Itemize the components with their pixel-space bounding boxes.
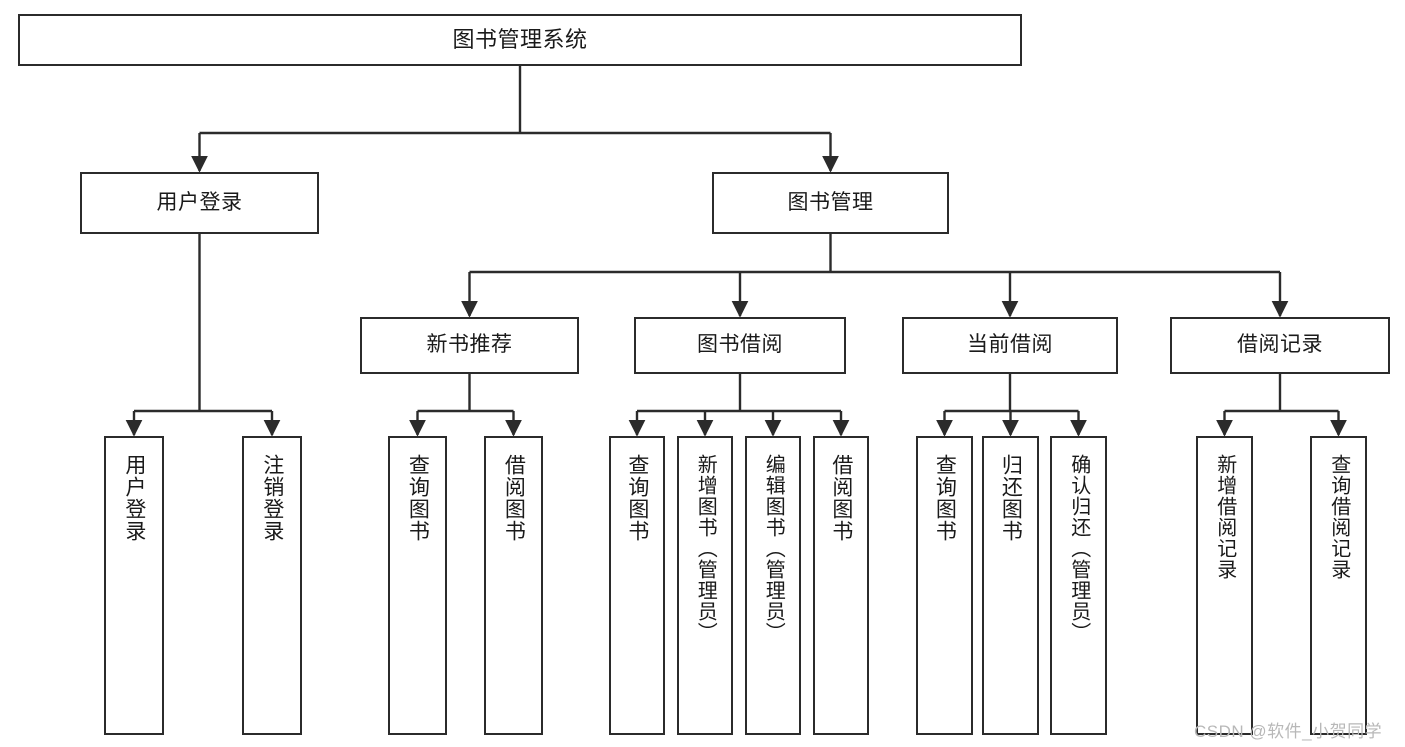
leaf-query-borrow-record-label: 查询借阅记录 [1327,454,1350,580]
leaf-confirm-return-admin-label: 确认归还（管理员） [1067,454,1090,643]
leaf-user-login[interactable]: 用户登录 [104,436,164,735]
node-book-management-label: 图书管理 [787,190,874,214]
leaf-add-borrow-record[interactable]: 新增借阅记录 [1196,436,1253,735]
node-root[interactable]: 图书管理系统 [18,14,1022,66]
node-book-management[interactable]: 图书管理 [712,172,949,234]
node-book-borrow-label: 图书借阅 [697,333,783,357]
leaf-query-book-current-label: 查询图书 [933,454,957,542]
node-new-book-recommend[interactable]: 新书推荐 [360,317,579,374]
leaf-borrow-book-recommend-label: 借阅图书 [502,454,526,542]
node-user-login[interactable]: 用户登录 [80,172,319,234]
leaf-query-borrow-record[interactable]: 查询借阅记录 [1310,436,1367,735]
leaf-add-book-admin-label: 新增图书（管理员） [694,454,717,643]
node-current-borrow[interactable]: 当前借阅 [902,317,1118,374]
leaf-query-book-current[interactable]: 查询图书 [916,436,973,735]
leaf-logout[interactable]: 注销登录 [242,436,302,735]
leaf-query-book-borrow[interactable]: 查询图书 [609,436,665,735]
node-borrow-record-label: 借阅记录 [1237,333,1323,357]
leaf-add-book-admin[interactable]: 新增图书（管理员） [677,436,733,735]
leaf-return-book[interactable]: 归还图书 [982,436,1039,735]
node-user-login-label: 用户登录 [156,190,243,214]
node-current-borrow-label: 当前借阅 [967,333,1053,357]
node-new-book-recommend-label: 新书推荐 [426,333,513,357]
leaf-edit-book-admin[interactable]: 编辑图书（管理员） [745,436,801,735]
leaf-edit-book-admin-label: 编辑图书（管理员） [762,454,785,643]
leaf-add-borrow-record-label: 新增借阅记录 [1213,454,1236,580]
leaf-confirm-return-admin[interactable]: 确认归还（管理员） [1050,436,1107,735]
node-borrow-record[interactable]: 借阅记录 [1170,317,1390,374]
node-book-borrow[interactable]: 图书借阅 [634,317,846,374]
leaf-return-book-label: 归还图书 [999,454,1023,542]
leaf-borrow-book[interactable]: 借阅图书 [813,436,869,735]
leaf-query-book-borrow-label: 查询图书 [625,454,649,542]
node-root-label: 图书管理系统 [452,27,588,53]
leaf-query-book-recommend-label: 查询图书 [406,454,430,542]
leaf-borrow-book-recommend[interactable]: 借阅图书 [484,436,543,735]
leaf-user-login-label: 用户登录 [122,454,146,542]
watermark: CSDN @软件_小贺同学 [1194,722,1383,741]
leaf-borrow-book-label: 借阅图书 [829,454,853,542]
leaf-logout-label: 注销登录 [260,454,284,542]
leaf-query-book-recommend[interactable]: 查询图书 [388,436,447,735]
